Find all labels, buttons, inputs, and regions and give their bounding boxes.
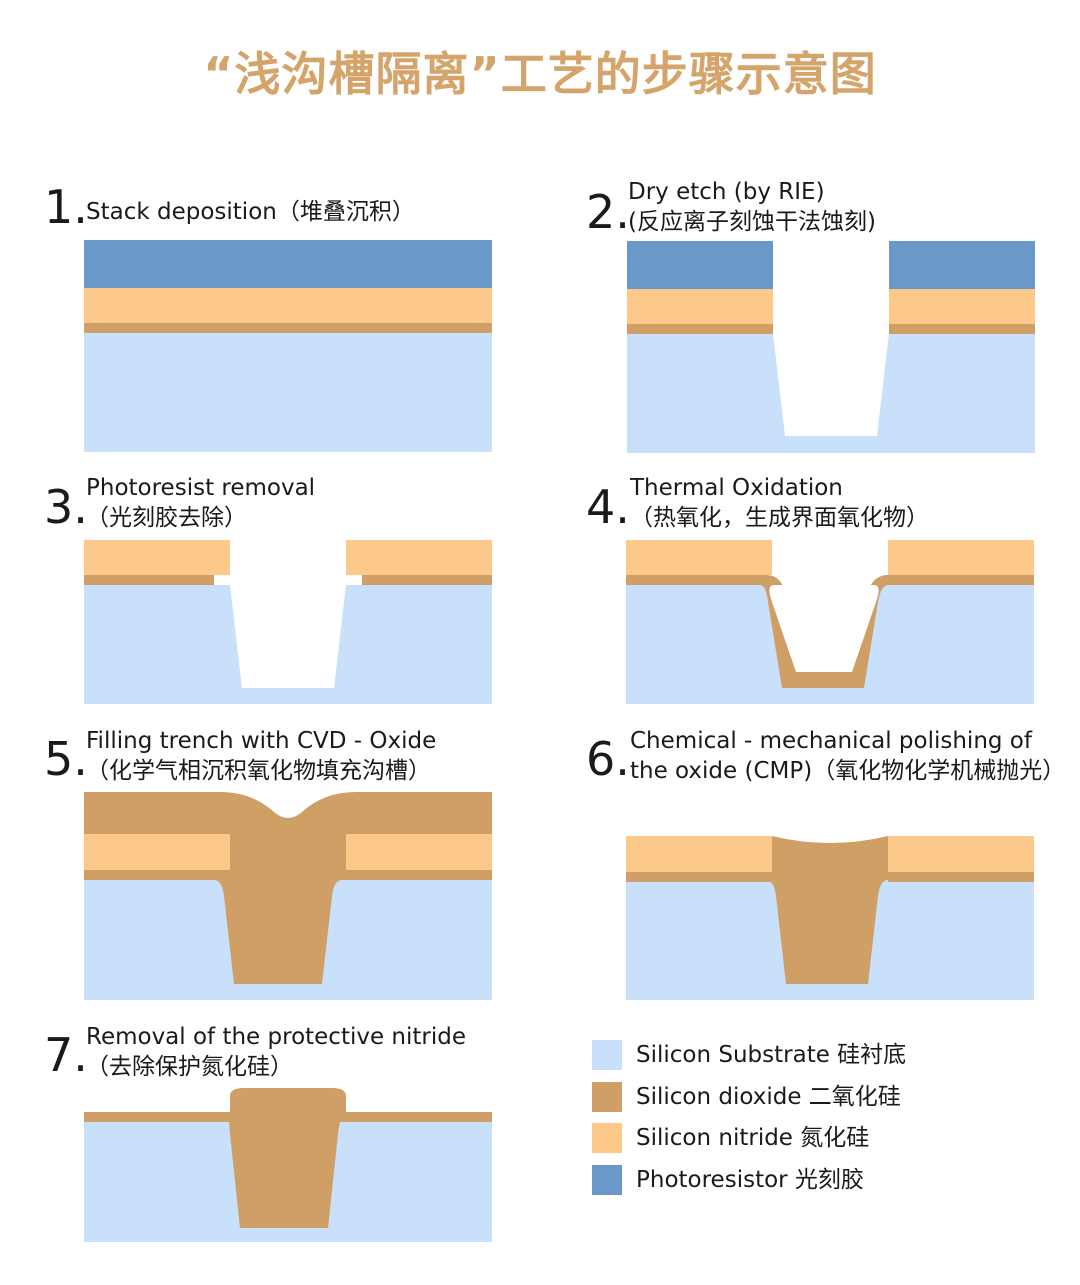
step-4-number: 4.	[586, 480, 630, 534]
step-4-label-line1: Thermal Oxidation	[630, 475, 843, 501]
nitride-layer-right	[346, 540, 492, 575]
step-6-label-line1: Chemical - mechanical polishing of	[630, 728, 1032, 754]
substrate-layer	[627, 333, 1035, 453]
step-6-number: 6.	[586, 732, 630, 786]
step-5-label-line1: Filling trench with CVD - Oxide	[86, 728, 437, 754]
nitride-layer-left	[626, 540, 772, 575]
oxide-layer-left	[84, 575, 214, 585]
step-1-number: 1.	[44, 180, 88, 234]
photoresist-layer-right	[889, 241, 1035, 289]
oxide-layer-left	[627, 324, 773, 334]
isolation-oxide-plug	[229, 1088, 346, 1228]
oxide-layer-right	[888, 872, 1034, 882]
step-5-cross-section	[84, 792, 492, 1000]
step-7-cross-section	[84, 1088, 492, 1242]
oxide-layer-right	[362, 575, 492, 585]
photoresist-layer-left	[627, 241, 773, 289]
step-3-number: 3.	[44, 480, 88, 534]
step-5-label-line2: （化学气相沉积氧化物填充沟槽）	[86, 758, 431, 784]
step-6-label-line2: the oxide (CMP)（氧化物化学机械抛光）	[630, 758, 1066, 784]
legend-swatch-substrate	[592, 1040, 622, 1070]
polished-oxide	[766, 836, 888, 984]
step-1-label: Stack deposition（堆叠沉积）	[86, 199, 415, 225]
photoresist-layer	[84, 240, 492, 288]
legend-label-nitride: Silicon nitride 氮化硅	[636, 1125, 870, 1151]
step-6-cross-section	[626, 836, 1034, 1000]
oxide-layer-right	[346, 870, 492, 880]
nitride-layer	[84, 288, 492, 323]
oxide-layer	[84, 323, 492, 333]
legend-label-oxide: Silicon dioxide 二氧化硅	[636, 1084, 901, 1110]
step-3-cross-section	[84, 540, 492, 704]
trench-interior	[769, 585, 879, 672]
legend-label-substrate: Silicon Substrate 硅衬底	[636, 1042, 907, 1068]
nitride-layer-left	[627, 289, 773, 324]
nitride-layer-left	[626, 836, 772, 872]
oxide-layer-left	[626, 872, 772, 882]
substrate-layer	[84, 332, 492, 452]
nitride-layer-right	[346, 834, 492, 870]
step-4-cross-section	[626, 540, 1034, 704]
legend-label-photoresist: Photoresistor 光刻胶	[636, 1167, 864, 1193]
substrate-layer	[84, 585, 492, 704]
nitride-layer-right	[888, 836, 1034, 872]
legend-swatch-oxide	[592, 1082, 622, 1112]
step-2-label-line1: Dry etch (by RIE)	[628, 179, 825, 205]
step-3-label-line2: （光刻胶去除）	[86, 505, 247, 531]
diagram-title: “浅沟槽隔离”工艺的步骤示意图	[203, 47, 877, 101]
legend-swatch-nitride	[592, 1123, 622, 1153]
nitride-layer-right	[889, 289, 1035, 324]
nitride-layer-left	[84, 540, 230, 575]
step-7-label-line2: （去除保护氮化硅）	[86, 1054, 293, 1080]
step-7-label-line1: Removal of the protective nitride	[86, 1024, 467, 1050]
step-2-cross-section	[627, 241, 1035, 453]
step-5-number: 5.	[44, 732, 88, 786]
step-2-number: 2.	[586, 185, 630, 239]
step-3-label-line1: Photoresist removal	[86, 475, 316, 501]
nitride-layer-right	[888, 540, 1034, 575]
step-4-label-line2: （热氧化，生成界面氧化物）	[630, 505, 929, 531]
oxide-layer-left	[84, 870, 230, 880]
nitride-layer-left	[84, 834, 230, 870]
legend-swatch-photoresist	[592, 1165, 622, 1195]
step-2-label-line2: (反应离子刻蚀干法蚀刻)	[628, 209, 876, 235]
step-1-cross-section	[84, 240, 492, 452]
step-7-number: 7.	[44, 1028, 88, 1082]
oxide-layer-right	[889, 324, 1035, 334]
